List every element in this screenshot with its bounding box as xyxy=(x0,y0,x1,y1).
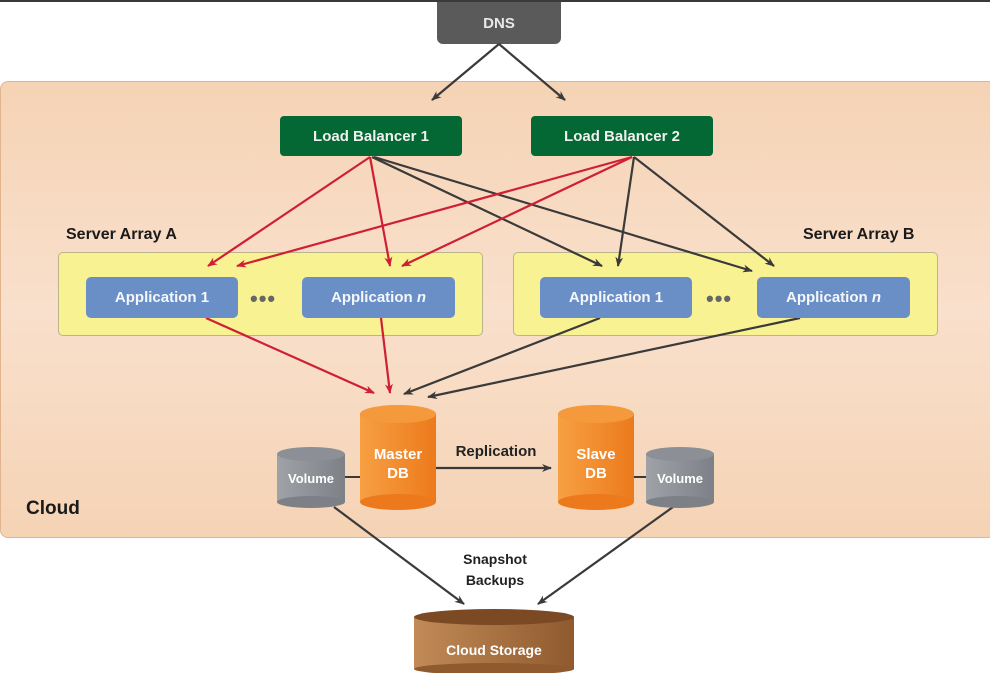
cloud-storage-label: Cloud Storage xyxy=(446,642,542,658)
arrow-lb2-b-app1 xyxy=(615,156,636,267)
volume-left-label: Volume xyxy=(288,471,334,486)
cloud-label: Cloud xyxy=(26,498,80,519)
dns-node: DNS xyxy=(437,2,561,44)
slave-db-icon xyxy=(558,405,634,510)
arrow-lb2-a-appn xyxy=(401,156,633,267)
app-label-n: n xyxy=(871,289,881,306)
arrow-b-app1-master xyxy=(403,316,601,396)
arrow-lb1-b-app1 xyxy=(371,156,603,267)
snapshot-backups-label: Snapshot Backups xyxy=(440,549,550,591)
arrow-a-app1-master xyxy=(205,316,375,395)
arrow-lb1-b-appn xyxy=(373,155,753,273)
arrow-a-appn-master xyxy=(379,317,393,394)
volume-right-icon xyxy=(646,447,714,508)
load-balancer-2: Load Balancer 2 xyxy=(531,116,713,156)
arrow-volume-storage-right xyxy=(537,506,674,605)
master-db-line2: DB xyxy=(387,465,409,482)
arrow-lb2-b-appn xyxy=(633,156,775,267)
cloud-storage-icon xyxy=(414,609,574,673)
arrow-b-appn-master xyxy=(427,316,801,400)
array-b-application-1: Application 1 xyxy=(540,277,692,318)
arrow-lb1-a-app1 xyxy=(207,156,371,267)
array-b-ellipsis: ••• xyxy=(706,286,733,311)
array-a-ellipsis: ••• xyxy=(250,286,277,311)
server-array-a-label: Server Array A xyxy=(66,226,177,243)
array-a-application-1: Application 1 xyxy=(86,277,238,318)
app-label: Application xyxy=(330,289,417,306)
top-border xyxy=(0,0,990,2)
arrow-lb1-a-appn xyxy=(368,156,393,267)
array-b-application-n: Application n xyxy=(757,277,910,318)
app-label: Application xyxy=(785,289,872,306)
snapshot-backups-line1: Snapshot xyxy=(463,551,527,567)
slave-db-label: Slave DB xyxy=(558,445,634,483)
snapshot-backups-line2: Backups xyxy=(465,572,525,588)
replication-label: Replication xyxy=(455,443,537,460)
master-db-label: Master DB xyxy=(360,445,436,483)
volume-right-label: Volume xyxy=(657,471,703,486)
slave-db-line1: Slave xyxy=(576,446,616,463)
master-db-icon xyxy=(360,405,436,510)
arrow-volume-storage-left xyxy=(333,506,465,605)
arrow-dns-lb1 xyxy=(431,43,500,101)
slave-db-line2: DB xyxy=(585,465,607,482)
app-label-n: n xyxy=(416,289,426,306)
arrow-dns-lb2 xyxy=(498,43,566,101)
load-balancer-1: Load Balancer 1 xyxy=(280,116,462,156)
server-array-b-label: Server Array B xyxy=(803,226,915,243)
array-a-application-n: Application n xyxy=(302,277,455,318)
arrow-lb2-a-app1 xyxy=(236,155,633,268)
master-db-line1: Master xyxy=(373,446,423,463)
volume-left-icon xyxy=(277,447,345,508)
